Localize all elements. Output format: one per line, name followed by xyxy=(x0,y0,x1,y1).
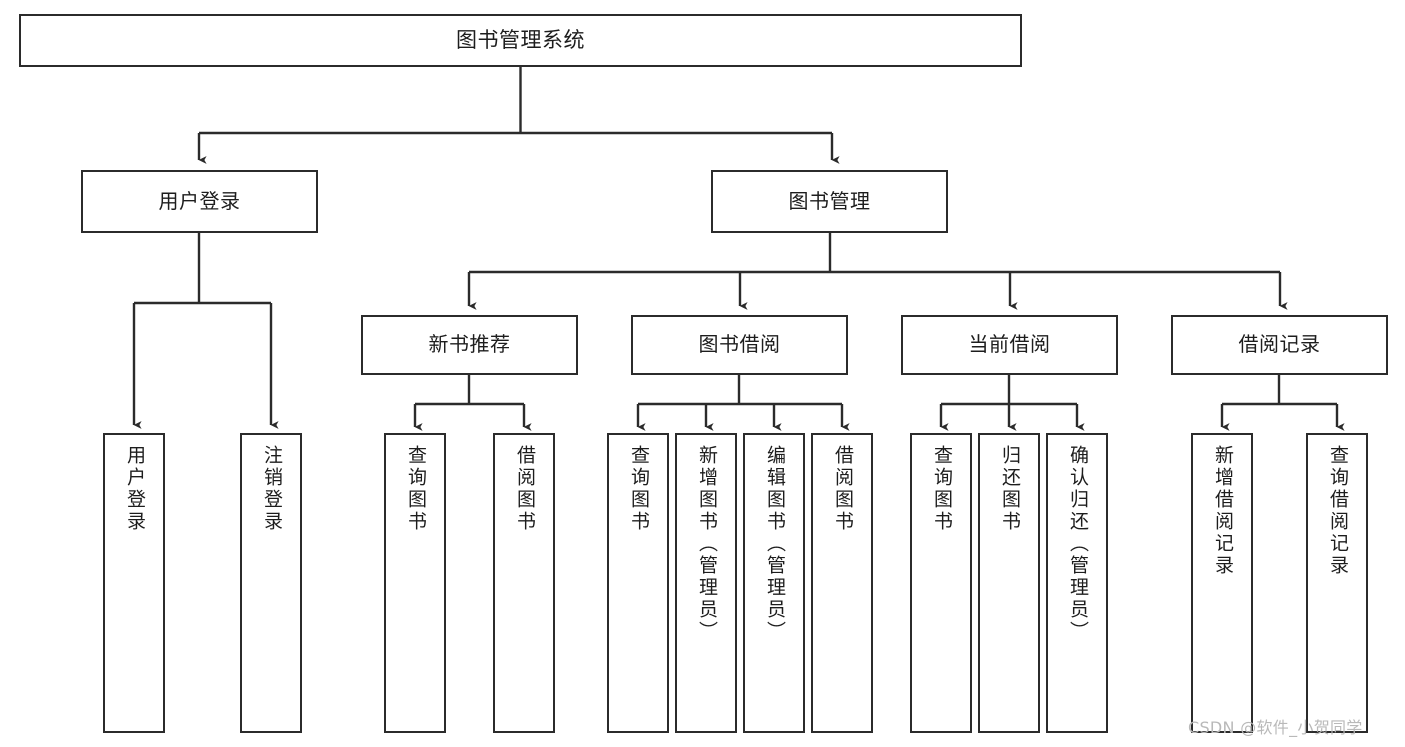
node-leaf-edit-book[interactable]: 编辑图书（管理员） xyxy=(743,433,805,733)
node-leaf-add-book[interactable]: 新增图书（管理员） xyxy=(675,433,737,733)
node-label: 当前借阅 xyxy=(968,332,1051,357)
node-book-management-system[interactable]: 图书管理系统 xyxy=(19,14,1022,67)
node-leaf-borrow-book-2[interactable]: 借阅图书 xyxy=(811,433,873,733)
node-book-management[interactable]: 图书管理 xyxy=(711,170,948,233)
node-borrow-record[interactable]: 借阅记录 xyxy=(1171,315,1388,375)
node-label: 查询图书 xyxy=(627,445,650,533)
node-label: 用户登录 xyxy=(158,188,241,213)
node-current-borrow[interactable]: 当前借阅 xyxy=(901,315,1118,375)
node-leaf-query-book-2[interactable]: 查询图书 xyxy=(607,433,669,733)
node-label: 归还图书 xyxy=(998,445,1021,533)
node-label: 查询图书 xyxy=(930,445,953,533)
node-label: 新书推荐 xyxy=(428,332,511,357)
node-leaf-confirm-return[interactable]: 确认归还（管理员） xyxy=(1046,433,1108,733)
node-leaf-return-book[interactable]: 归还图书 xyxy=(978,433,1040,733)
node-new-book-recommend[interactable]: 新书推荐 xyxy=(361,315,578,375)
node-label: 确认归还（管理员） xyxy=(1066,445,1089,643)
node-label: 查询借阅记录 xyxy=(1326,445,1349,577)
node-label: 编辑图书（管理员） xyxy=(763,445,786,643)
node-leaf-query-book-3[interactable]: 查询图书 xyxy=(910,433,972,733)
node-label: 查询图书 xyxy=(404,445,427,533)
node-user-login[interactable]: 用户登录 xyxy=(81,170,318,233)
node-label: 借阅图书 xyxy=(831,445,854,533)
node-label: 图书管理 xyxy=(788,188,871,213)
node-leaf-query-book-1[interactable]: 查询图书 xyxy=(384,433,446,733)
watermark-text: CSDN @软件_小贺同学 xyxy=(1188,718,1363,737)
node-leaf-query-record[interactable]: 查询借阅记录 xyxy=(1306,433,1368,733)
node-leaf-user-login[interactable]: 用户登录 xyxy=(103,433,165,733)
node-label: 新增图书（管理员） xyxy=(695,445,718,643)
node-label: 用户登录 xyxy=(123,445,146,533)
node-label: 图书借阅 xyxy=(698,332,781,357)
node-label: 借阅图书 xyxy=(513,445,536,533)
node-label: 新增借阅记录 xyxy=(1211,445,1234,577)
node-label: 图书管理系统 xyxy=(456,28,585,53)
node-label: 借阅记录 xyxy=(1238,332,1321,357)
node-leaf-borrow-book-1[interactable]: 借阅图书 xyxy=(493,433,555,733)
node-label: 注销登录 xyxy=(260,445,283,533)
node-book-borrow[interactable]: 图书借阅 xyxy=(631,315,848,375)
node-leaf-add-record[interactable]: 新增借阅记录 xyxy=(1191,433,1253,733)
node-leaf-logout-login[interactable]: 注销登录 xyxy=(240,433,302,733)
